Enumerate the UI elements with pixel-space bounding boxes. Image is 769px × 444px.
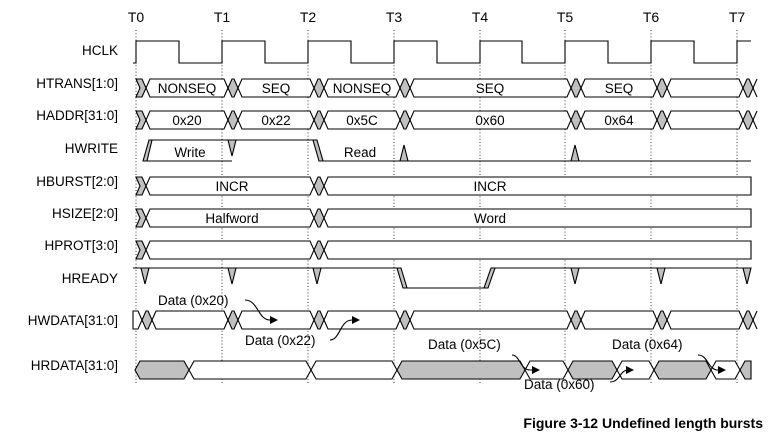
htrans-value-t5: SEQ bbox=[605, 81, 634, 96]
clock-label-t1: T1 bbox=[214, 9, 231, 25]
signal-label-hwdata: HWDATA[31:0] bbox=[28, 313, 118, 328]
arrowhead-0x22 bbox=[352, 316, 360, 324]
clock-label-t7: T7 bbox=[729, 9, 746, 25]
signal-label-hprot: HPROT[3:0] bbox=[44, 238, 118, 253]
annotation-data-0x64: Data (0x64) bbox=[612, 337, 683, 352]
signal-label-hburst: HBURST[2:0] bbox=[36, 174, 118, 189]
hready-waveform bbox=[133, 267, 752, 289]
arrowhead-0x60 bbox=[626, 366, 634, 374]
hburst-value-1: INCR bbox=[216, 179, 249, 194]
hprot-bus bbox=[135, 240, 752, 260]
hwrite-waveform bbox=[142, 139, 751, 162]
annotation-data-0x20: Data (0x20) bbox=[158, 293, 229, 308]
signal-label-hsize: HSIZE[2:0] bbox=[52, 206, 118, 221]
signal-label-hclk: HCLK bbox=[82, 43, 118, 58]
haddr-value-0x64: 0x64 bbox=[604, 113, 634, 128]
annotation-arrow-0x20 bbox=[244, 299, 275, 321]
htrans-value-t1: SEQ bbox=[262, 81, 291, 96]
htrans-value-t2: NONSEQ bbox=[333, 81, 392, 96]
hwrite-value-write: Write bbox=[174, 145, 205, 160]
htrans-value-t3: SEQ bbox=[476, 81, 505, 96]
annotation-arrow-0x22 bbox=[329, 319, 356, 341]
arrowhead-0x5c bbox=[532, 366, 540, 374]
arrowhead-0x64 bbox=[718, 366, 726, 374]
hrdata-bus bbox=[134, 360, 752, 380]
signal-label-htrans: HTRANS[1:0] bbox=[36, 76, 118, 91]
hburst-bus bbox=[135, 176, 752, 196]
haddr-value-0x60: 0x60 bbox=[475, 113, 504, 128]
annotation-data-0x22: Data (0x22) bbox=[245, 333, 316, 348]
hwrite-value-read: Read bbox=[344, 145, 376, 160]
haddr-value-0x20: 0x20 bbox=[172, 113, 201, 128]
hclk-waveform bbox=[133, 40, 751, 64]
signal-label-haddr: HADDR[31:0] bbox=[36, 108, 118, 123]
clock-label-t6: T6 bbox=[643, 9, 660, 25]
clock-label-t0: T0 bbox=[128, 9, 145, 25]
annotation-data-0x60: Data (0x60) bbox=[524, 377, 595, 392]
haddr-value-0x22: 0x22 bbox=[261, 113, 290, 128]
hsize-value-halfword: Halfword bbox=[205, 211, 258, 226]
haddr-bus bbox=[135, 110, 758, 130]
clock-label-t5: T5 bbox=[557, 9, 574, 25]
signal-label-hready: HREADY bbox=[62, 271, 118, 286]
hburst-value-2: INCR bbox=[474, 179, 507, 194]
annotation-data-0x5c: Data (0x5C) bbox=[428, 337, 501, 352]
htrans-value-t0: NONSEQ bbox=[158, 81, 217, 96]
signal-label-hrdata: HRDATA[31:0] bbox=[31, 358, 118, 373]
hsize-bus bbox=[135, 208, 752, 228]
arrowhead-0x20 bbox=[270, 316, 278, 324]
hsize-value-word: Word bbox=[474, 211, 506, 226]
signal-label-hwrite: HWRITE bbox=[65, 141, 118, 156]
clock-label-t3: T3 bbox=[386, 9, 403, 25]
haddr-value-0x5c: 0x5C bbox=[346, 113, 378, 128]
annotation-arrow-0x5c bbox=[511, 354, 536, 371]
htrans-bus bbox=[135, 78, 758, 98]
clock-label-t4: T4 bbox=[472, 9, 489, 25]
annotation-arrow-0x64 bbox=[697, 354, 722, 371]
clock-label-t2: T2 bbox=[300, 9, 317, 25]
hwdata-bus bbox=[132, 310, 758, 330]
figure-caption: Figure 3-12 Undefined length bursts bbox=[523, 415, 763, 431]
